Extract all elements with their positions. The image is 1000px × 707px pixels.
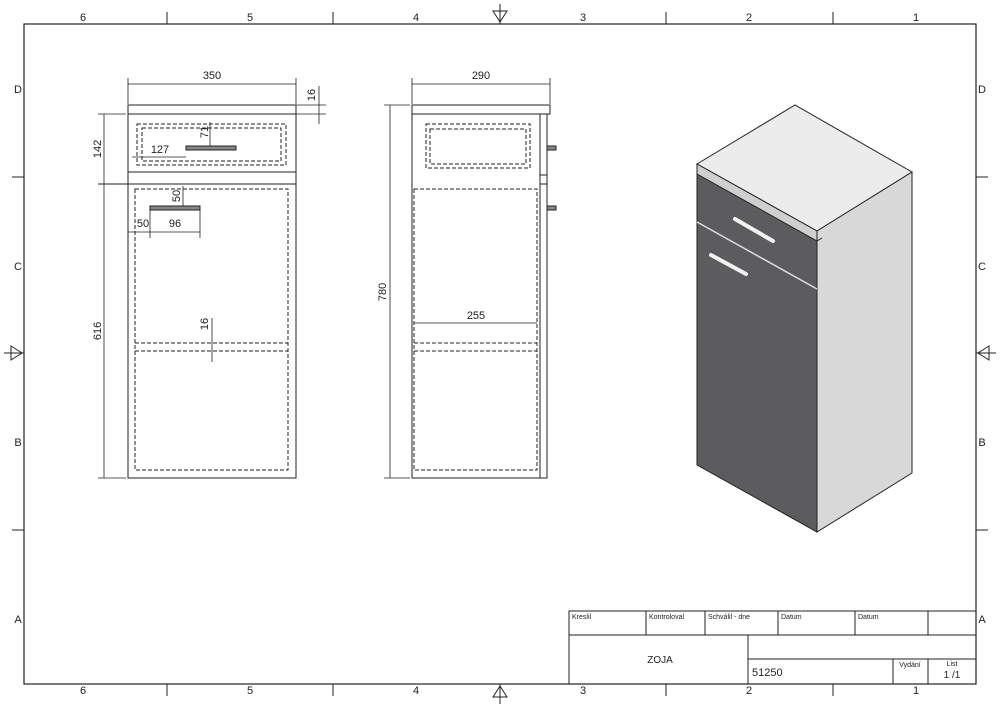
zone-ticks	[12, 12, 988, 696]
tb-schvalil: Schválil - dne	[708, 614, 750, 621]
cabinet-side	[816, 171, 913, 533]
zone-col-1-top: 1	[913, 12, 919, 24]
side-dimension-lines	[384, 78, 551, 479]
zone-col-2-bottom: 2	[746, 685, 752, 697]
tb-datum-2: Datum	[858, 614, 879, 621]
drawer-edge	[816, 237, 823, 242]
tb-product-name: ZOJA	[647, 655, 673, 666]
tb-vydani: Vydání	[899, 662, 921, 669]
zone-col-3-bottom: 3	[580, 685, 586, 697]
zone-col-5-top: 5	[247, 12, 253, 24]
dim-door-handle-offset-y: 50	[171, 190, 183, 202]
dim-handle-offset-x: 127	[151, 144, 169, 156]
zone-row-c-right: C	[978, 261, 986, 273]
door-handle	[709, 253, 748, 276]
dim-top-thickness: 16	[306, 89, 318, 101]
title-block	[568, 610, 977, 685]
zone-col-3-top: 3	[580, 12, 586, 24]
dim-door-handle-offset-x: 50	[137, 218, 149, 230]
zone-col-6-top: 6	[80, 12, 86, 24]
isometric-cabinet	[696, 104, 913, 533]
zone-row-a-left: A	[14, 614, 22, 626]
dim-shelf-thickness: 16	[199, 318, 211, 330]
tb-list-value: 1 /1	[944, 670, 961, 681]
front-dimension-lines	[98, 78, 326, 479]
zone-col-1-bottom: 1	[913, 685, 919, 697]
dim-drawer-height: 142	[92, 140, 104, 158]
zone-row-b-right: B	[978, 437, 985, 449]
tb-datum-1: Datum	[781, 614, 802, 621]
zone-col-5-bottom: 5	[247, 685, 253, 697]
centering-marks	[4, 4, 996, 704]
drawer-handle	[733, 217, 775, 243]
drawer-gap	[696, 221, 818, 290]
dim-shelf-depth: 255	[467, 310, 485, 322]
dim-handle-offset-y: 71	[199, 126, 211, 138]
zone-col-4-bottom: 4	[413, 685, 419, 697]
zone-row-c-left: C	[14, 261, 22, 273]
tb-product-code: 51250	[752, 667, 783, 679]
zone-row-d-right: D	[978, 84, 986, 96]
side-view	[411, 104, 557, 479]
dim-side-depth: 290	[472, 70, 490, 82]
dim-front-width: 350	[203, 70, 221, 82]
tb-list-label: List	[947, 661, 958, 668]
tb-kreslil: Kreslil	[572, 614, 592, 621]
zone-col-2-top: 2	[746, 12, 752, 24]
zone-row-b-left: B	[14, 437, 21, 449]
zone-col-4-top: 4	[413, 12, 419, 24]
zone-row-a-right: A	[978, 614, 986, 626]
dim-door-height: 616	[92, 322, 104, 340]
zone-col-6-bottom: 6	[80, 685, 86, 697]
zone-row-d-left: D	[14, 84, 22, 96]
tb-kontroloval: Kontroloval	[649, 614, 684, 621]
dim-total-height: 780	[377, 283, 389, 301]
front-view	[98, 104, 297, 479]
dim-handle-length: 96	[169, 218, 181, 230]
